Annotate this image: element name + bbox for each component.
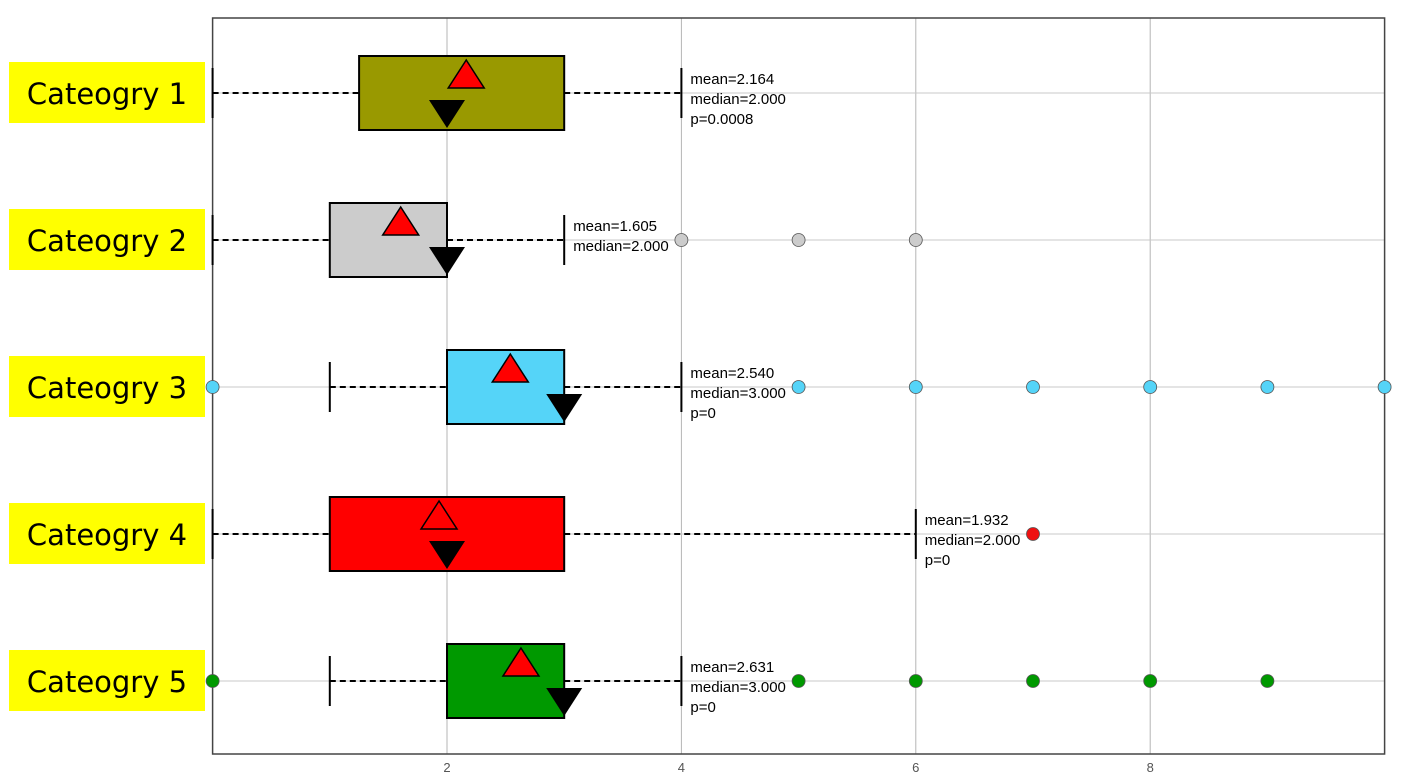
x-tick-label: 4 xyxy=(678,760,685,775)
stat-annotation: p=0.0008 xyxy=(690,111,753,128)
mean-marker xyxy=(381,205,421,236)
stat-annotation: p=0 xyxy=(925,552,950,569)
mean-marker xyxy=(446,58,486,89)
stat-annotation: median=3.000 xyxy=(690,679,786,696)
outlier-point xyxy=(205,674,220,688)
box xyxy=(328,202,448,278)
median-marker xyxy=(429,100,465,128)
outlier-point xyxy=(791,233,806,247)
category-label: Cateogry 4 xyxy=(27,518,187,552)
mean-marker xyxy=(490,352,530,383)
outlier-point xyxy=(791,674,806,688)
stat-annotation: mean=2.540 xyxy=(690,365,774,382)
mean-marker xyxy=(419,499,459,530)
stat-annotation: mean=2.164 xyxy=(690,71,774,88)
category-label-bg xyxy=(9,62,205,123)
category-label: Cateogry 3 xyxy=(27,371,187,405)
median-marker xyxy=(429,541,465,569)
median-marker xyxy=(546,688,583,716)
category-label-bg xyxy=(9,503,205,564)
stat-annotation: median=3.000 xyxy=(690,385,786,402)
outlier-point xyxy=(205,380,220,394)
stat-annotation: p=0 xyxy=(690,405,715,422)
outlier-point xyxy=(1026,674,1040,688)
x-tick-label: 8 xyxy=(1147,760,1154,775)
category-label: Cateogry 1 xyxy=(27,77,187,111)
category-label-bg xyxy=(9,356,205,417)
outlier-point xyxy=(1377,380,1392,394)
outlier-point xyxy=(908,674,923,688)
category-label: Cateogry 2 xyxy=(27,224,187,258)
outlier-point xyxy=(908,380,923,394)
outlier-point xyxy=(1026,527,1040,541)
x-tick-label: 2 xyxy=(443,760,450,775)
stat-annotation: median=2.000 xyxy=(573,238,669,255)
outlier-point xyxy=(1143,380,1158,394)
median-marker xyxy=(429,247,465,275)
stat-annotation: mean=1.932 xyxy=(925,512,1009,529)
stat-annotation: p=0 xyxy=(690,699,715,716)
outlier-point xyxy=(908,233,923,247)
outlier-point xyxy=(1260,674,1275,688)
stat-annotation: mean=1.605 xyxy=(573,218,657,235)
mean-marker xyxy=(501,646,541,677)
outlier-point xyxy=(1026,380,1040,394)
outlier-point xyxy=(1143,674,1158,688)
category-label: Cateogry 5 xyxy=(27,665,187,699)
outlier-point xyxy=(1260,380,1275,394)
stat-annotation: median=2.000 xyxy=(690,91,786,108)
category-label-bg xyxy=(9,650,205,711)
stat-annotation: median=2.000 xyxy=(925,532,1021,549)
box xyxy=(446,643,566,719)
category-label-bg xyxy=(9,209,205,270)
median-marker xyxy=(546,394,583,422)
outlier-point xyxy=(791,380,806,394)
stat-annotation: mean=2.631 xyxy=(690,659,774,676)
x-tick-label: 6 xyxy=(912,760,919,775)
outlier-point xyxy=(674,233,689,247)
